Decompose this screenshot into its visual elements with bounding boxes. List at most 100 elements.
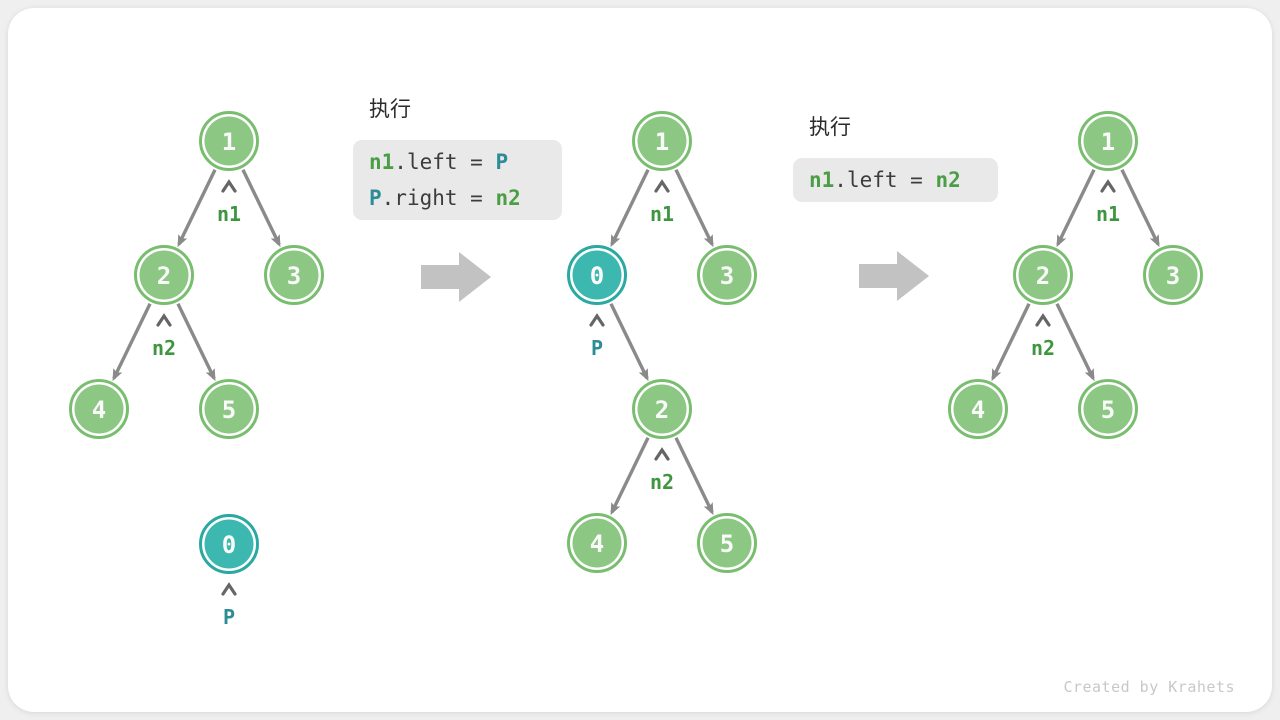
tree-node-3: 3 [697, 245, 757, 305]
node-body [1083, 116, 1133, 166]
tree-node-4: 4 [567, 513, 627, 573]
code-token: n2 [495, 186, 521, 210]
pointer-caret-icon [221, 179, 237, 193]
tree-edge-2-4 [991, 303, 1031, 382]
node-value: 1 [222, 128, 236, 156]
pointer-caret-icon [1035, 313, 1051, 327]
node-value: 1 [655, 128, 669, 156]
tree-node-5: 5 [199, 379, 259, 439]
code-block-title: 执行 [809, 115, 851, 139]
tree-node-1: 1 [1078, 111, 1138, 171]
tree-node-2: 2 [1013, 245, 1073, 305]
tree-edge-2-5 [1055, 303, 1095, 382]
tree-node-2: 2 [632, 379, 692, 439]
code-token: n1 [369, 150, 395, 174]
pointer-n1: n1 [650, 179, 674, 226]
tree-node-5: 5 [697, 513, 757, 573]
node-value: 2 [1036, 262, 1050, 290]
code-token: n2 [935, 168, 961, 192]
node-body [637, 116, 687, 166]
node-body [204, 116, 254, 166]
pointer-caret-icon [1100, 179, 1116, 193]
node-value: 3 [287, 262, 301, 290]
pointer-n1: n1 [217, 179, 241, 226]
pointer-label: n2 [650, 470, 674, 494]
tree-node-0: 0 [567, 245, 627, 305]
node-body [702, 518, 752, 568]
node-value: 3 [720, 262, 734, 290]
pointer-label: P [591, 336, 603, 360]
pointer-label: n1 [650, 202, 674, 226]
tree-edge-1-2 [177, 169, 217, 248]
tree-node-1: 1 [199, 111, 259, 171]
pointer-caret-icon [156, 313, 172, 327]
code-token: .right = [381, 186, 496, 210]
code-line: n1.left = P [369, 144, 546, 180]
pointer-n1: n1 [1096, 179, 1120, 226]
tree-node-4: 4 [69, 379, 129, 439]
tree-edge-1-3 [1120, 169, 1160, 248]
node-body [572, 250, 622, 300]
pointer-n2: n2 [1031, 313, 1055, 360]
tree-edge-1-0 [610, 169, 650, 248]
node-body [702, 250, 752, 300]
pointer-label: n2 [152, 336, 176, 360]
code-token: P [369, 186, 382, 210]
node-body [572, 518, 622, 568]
node-value: 3 [1166, 262, 1180, 290]
code-token: .left = [834, 168, 936, 192]
code-block-title: 执行 [369, 97, 411, 121]
pointer-P: P [589, 313, 605, 360]
pointer-caret-icon [654, 447, 670, 461]
tree-before: 1 2 3 4 5 0 n1 n2P [69, 111, 324, 629]
node-value: 4 [92, 396, 106, 424]
pointer-n2: n2 [152, 313, 176, 360]
tree-edge-2-5 [674, 437, 714, 516]
tree-node-3: 3 [1143, 245, 1203, 305]
pointer-caret-icon [589, 313, 605, 327]
code-token: P [495, 150, 509, 174]
flow-arrow-icon [421, 252, 491, 302]
node-body [204, 384, 254, 434]
tree-node-2: 2 [134, 245, 194, 305]
code-box: n1.left = n2 [793, 158, 998, 202]
node-value: 5 [222, 396, 236, 424]
pointer-label: n1 [217, 202, 241, 226]
tree-edge-2-4 [112, 303, 152, 382]
node-value: 0 [222, 531, 236, 559]
node-value: 5 [720, 530, 734, 558]
pointer-caret-icon [221, 582, 237, 596]
code-token: n1 [809, 168, 835, 192]
node-value: 2 [655, 396, 669, 424]
node-body [204, 519, 254, 569]
node-body [1018, 250, 1068, 300]
tree-edge-1-2 [1056, 169, 1096, 248]
node-value: 2 [157, 262, 171, 290]
pointer-caret-icon [654, 179, 670, 193]
tree-edge-1-3 [674, 169, 714, 248]
tree-node-1: 1 [632, 111, 692, 171]
pointer-label: P [223, 605, 235, 629]
node-value: 4 [590, 530, 604, 558]
code-token: .left = [394, 150, 496, 174]
node-body [74, 384, 124, 434]
tree-node-3: 3 [264, 245, 324, 305]
code-line: n1.left = n2 [809, 162, 982, 198]
node-body [139, 250, 189, 300]
tree-edge-2-5 [176, 303, 216, 382]
node-body [1083, 384, 1133, 434]
tree-edge-1-3 [241, 169, 281, 248]
pointer-n2: n2 [650, 447, 674, 494]
code-line: P.right = n2 [369, 180, 546, 216]
node-body [269, 250, 319, 300]
node-value: 1 [1101, 128, 1115, 156]
tree-edge-2-4 [610, 437, 650, 516]
tree-node-0: 0 [199, 514, 259, 574]
node-body [637, 384, 687, 434]
tree-node-4: 4 [948, 379, 1008, 439]
